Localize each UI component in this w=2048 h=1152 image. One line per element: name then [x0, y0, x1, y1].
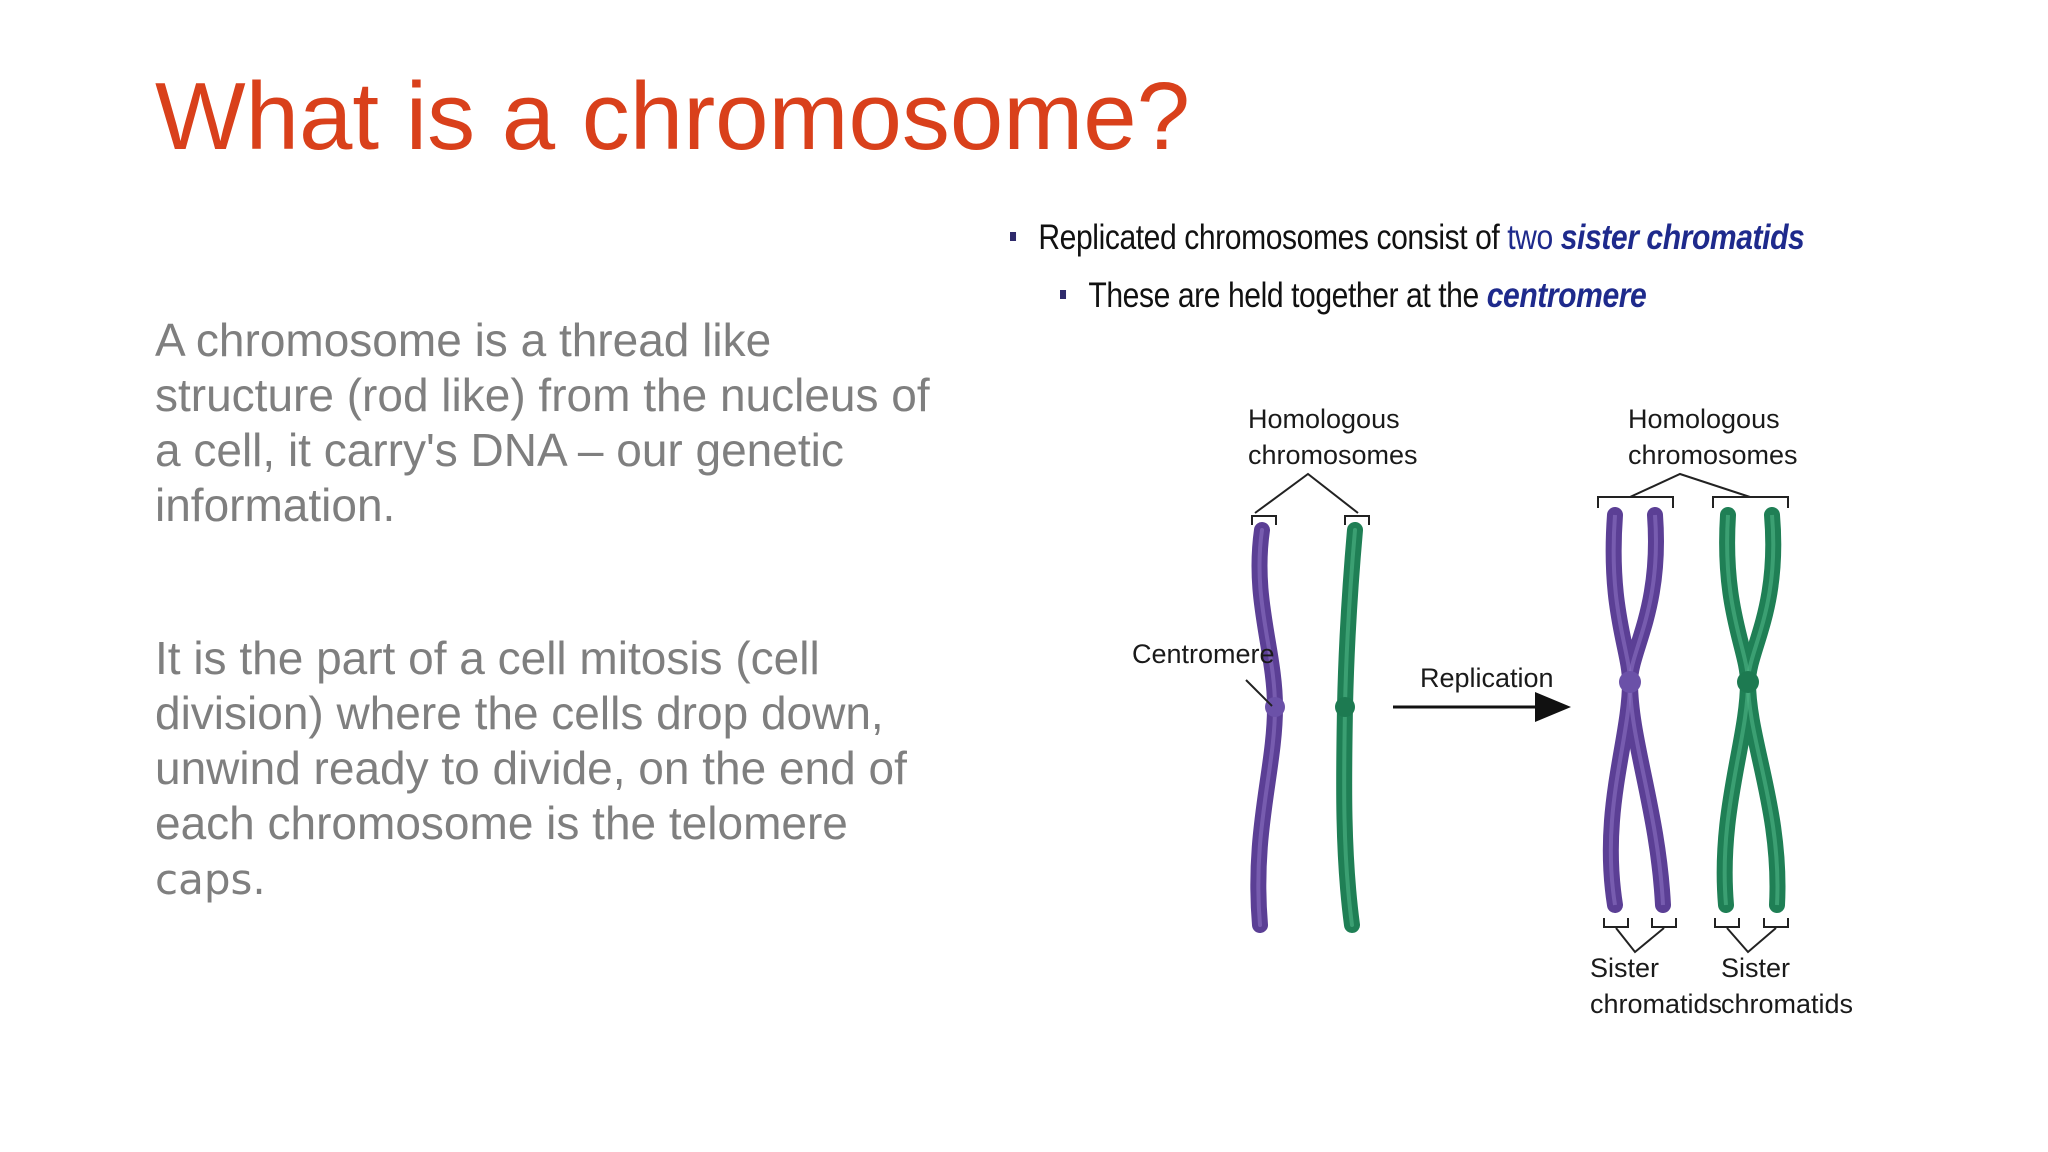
- centromere-green-replicated: [1737, 671, 1759, 693]
- centromere-pointer: [1245, 679, 1273, 707]
- paragraph-mitosis-text: It is the part of a cell mitosis (cell d…: [155, 632, 907, 849]
- bullet-centromere: These are held together at the centromer…: [1060, 276, 1647, 316]
- chromosome-illustration: Homologous chromosomes Centromere Replic…: [1132, 404, 1853, 1019]
- centromere-green: [1335, 697, 1355, 717]
- paragraph-mitosis: It is the part of a cell mitosis (cell d…: [155, 631, 935, 907]
- label-centromere: Centromere: [1132, 639, 1275, 669]
- paragraph-definition: A chromosome is a thread like structure …: [155, 314, 930, 531]
- centromere-purple-replicated: [1619, 671, 1641, 693]
- paragraph-mitosis-caps: caps.: [155, 855, 266, 904]
- label-homologous-right-2: chromosomes: [1628, 440, 1798, 470]
- bracket-sister-left-b: [1651, 918, 1677, 928]
- sister-left-pointer: [1615, 927, 1665, 954]
- homologous-left-pointer: [1254, 472, 1359, 514]
- bullet1-term: sister chromatids: [1560, 218, 1805, 257]
- label-sister-right-1: Sister: [1721, 953, 1790, 983]
- sister-right-pointer: [1726, 927, 1777, 954]
- homologous-right-pointer: [1629, 472, 1751, 498]
- label-homologous-left-2: chromosomes: [1248, 440, 1418, 470]
- bullet1-text: Replicated chromosomes consist of: [1038, 218, 1500, 257]
- bullet-sister-chromatids: Replicated chromosomes consist of two si…: [1010, 218, 1805, 258]
- label-replication: Replication: [1420, 663, 1554, 693]
- bullet-square-icon: [1060, 290, 1067, 300]
- bullet1-two: two: [1499, 218, 1561, 257]
- bracket-right-purple: [1597, 496, 1674, 508]
- label-sister-left-1: Sister: [1590, 953, 1659, 983]
- bracket-right-green: [1712, 496, 1789, 508]
- centromere-purple: [1265, 697, 1285, 717]
- label-sister-right-2: chromatids: [1721, 989, 1853, 1019]
- bullet2-text: These are held together at the: [1088, 276, 1487, 315]
- bracket-sister-right-a: [1714, 918, 1740, 928]
- bracket-left-purple: [1251, 515, 1277, 525]
- bullet2-term: centromere: [1486, 276, 1647, 315]
- bracket-left-green: [1344, 515, 1370, 525]
- label-homologous-left-1: Homologous: [1248, 404, 1400, 434]
- label-homologous-right-1: Homologous: [1628, 404, 1780, 434]
- bullet-square-icon: [1010, 232, 1017, 242]
- label-sister-left-2: chromatids: [1590, 989, 1722, 1019]
- slide-title: What is a chromosome?: [155, 63, 1191, 170]
- bracket-sister-left-a: [1603, 918, 1629, 928]
- bracket-sister-right-b: [1763, 918, 1789, 928]
- chromosome-diagram: Replicated chromosomes consist of two si…: [990, 210, 1870, 1040]
